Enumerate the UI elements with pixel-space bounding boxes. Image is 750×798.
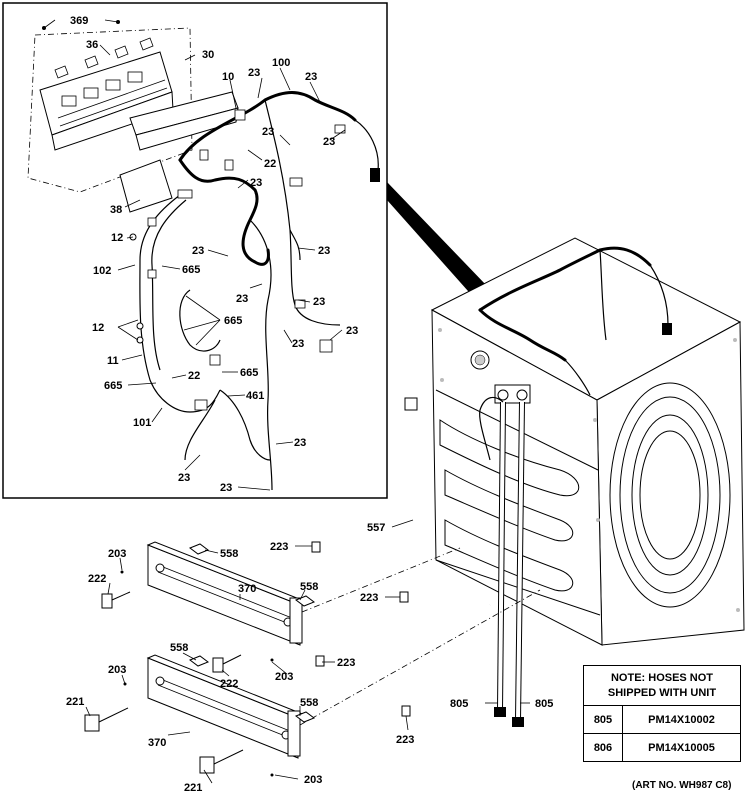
hoses — [404, 396, 525, 727]
callout-370: 370 — [238, 583, 256, 595]
callout-665: 665 — [240, 367, 258, 379]
callout-23: 23 — [220, 482, 232, 494]
callout-22: 22 — [264, 158, 276, 170]
callout-102: 102 — [93, 265, 111, 277]
callout-23: 23 — [262, 126, 274, 138]
callout-23: 23 — [323, 136, 335, 148]
callout-805: 805 — [450, 698, 468, 710]
callout-203: 203 — [275, 671, 293, 683]
callout-23: 23 — [292, 338, 304, 350]
callout-23: 23 — [294, 437, 306, 449]
callout-223: 223 — [270, 541, 288, 553]
callout-558: 558 — [300, 697, 318, 709]
art-number: (ART NO. WH987 C8) — [632, 780, 732, 791]
callout-558: 558 — [220, 548, 238, 560]
callout-12: 12 — [92, 322, 104, 334]
callout-22: 22 — [188, 370, 200, 382]
note-line-2: SHIPPED WITH UNIT — [607, 686, 717, 699]
callout-223: 223 — [337, 657, 355, 669]
inset-leaders — [43, 19, 346, 491]
callout-805: 805 — [535, 698, 553, 710]
callout-101: 101 — [133, 417, 151, 429]
callout-30: 30 — [202, 49, 214, 61]
callout-23: 23 — [178, 472, 190, 484]
shipping-rail-upper — [146, 541, 309, 646]
callout-223: 223 — [396, 734, 414, 746]
note-row: 805 PM14X10002 — [583, 705, 741, 734]
bracket-38 — [119, 91, 239, 213]
callout-36: 36 — [86, 39, 98, 51]
callout-23: 23 — [305, 71, 317, 83]
callout-221: 221 — [184, 782, 202, 794]
callout-203: 203 — [108, 548, 126, 560]
callout-11: 11 — [107, 355, 119, 367]
callout-665: 665 — [104, 380, 122, 392]
callout-665: 665 — [224, 315, 242, 327]
callout-221: 221 — [66, 696, 84, 708]
hardware-parts — [84, 541, 411, 777]
callout-558: 558 — [300, 581, 318, 593]
callout-370: 370 — [148, 737, 166, 749]
note-part: PM14X10005 — [622, 733, 741, 762]
callout-203: 203 — [304, 774, 322, 786]
lower-leaders — [85, 519, 530, 784]
note-code: 805 — [583, 705, 623, 734]
callout-10: 10 — [222, 71, 234, 83]
callout-558: 558 — [170, 642, 188, 654]
callout-23: 23 — [236, 293, 248, 305]
callout-23: 23 — [313, 296, 325, 308]
hose-note-table: NOTE: HOSES NOT SHIPPED WITH UNIT 805 PM… — [583, 665, 741, 762]
callout-23: 23 — [192, 245, 204, 257]
callout-23: 23 — [346, 325, 358, 337]
washer-cabinet — [430, 237, 745, 646]
callout-665: 665 — [182, 264, 200, 276]
wire-harness-inset — [129, 91, 380, 491]
callout-222: 222 — [88, 573, 106, 585]
note-line-1: NOTE: HOSES NOT — [610, 671, 714, 684]
callout-23: 23 — [318, 245, 330, 257]
shipping-rail-lower — [146, 654, 307, 759]
callout-23: 23 — [248, 67, 260, 79]
callout-203: 203 — [108, 664, 126, 676]
note-part: PM14X10002 — [622, 705, 741, 734]
alignment-lines — [299, 547, 541, 726]
callout-369: 369 — [70, 15, 88, 27]
note-row: 806 PM14X10005 — [583, 733, 741, 762]
callout-222: 222 — [220, 678, 238, 690]
callout-labels: 369 36 30 10 23 100 23 23 23 22 23 38 12… — [66, 15, 553, 794]
callout-223: 223 — [360, 592, 378, 604]
callout-100: 100 — [272, 57, 290, 69]
callout-461: 461 — [246, 390, 264, 402]
note-header: NOTE: HOSES NOT SHIPPED WITH UNIT — [583, 665, 741, 706]
callout-557: 557 — [367, 522, 385, 534]
callout-23: 23 — [250, 177, 262, 189]
note-code: 806 — [583, 733, 623, 762]
callout-38: 38 — [110, 204, 122, 216]
magnifier-wedge — [387, 182, 487, 300]
control-panel-assembly — [27, 20, 193, 193]
callout-12: 12 — [111, 232, 123, 244]
